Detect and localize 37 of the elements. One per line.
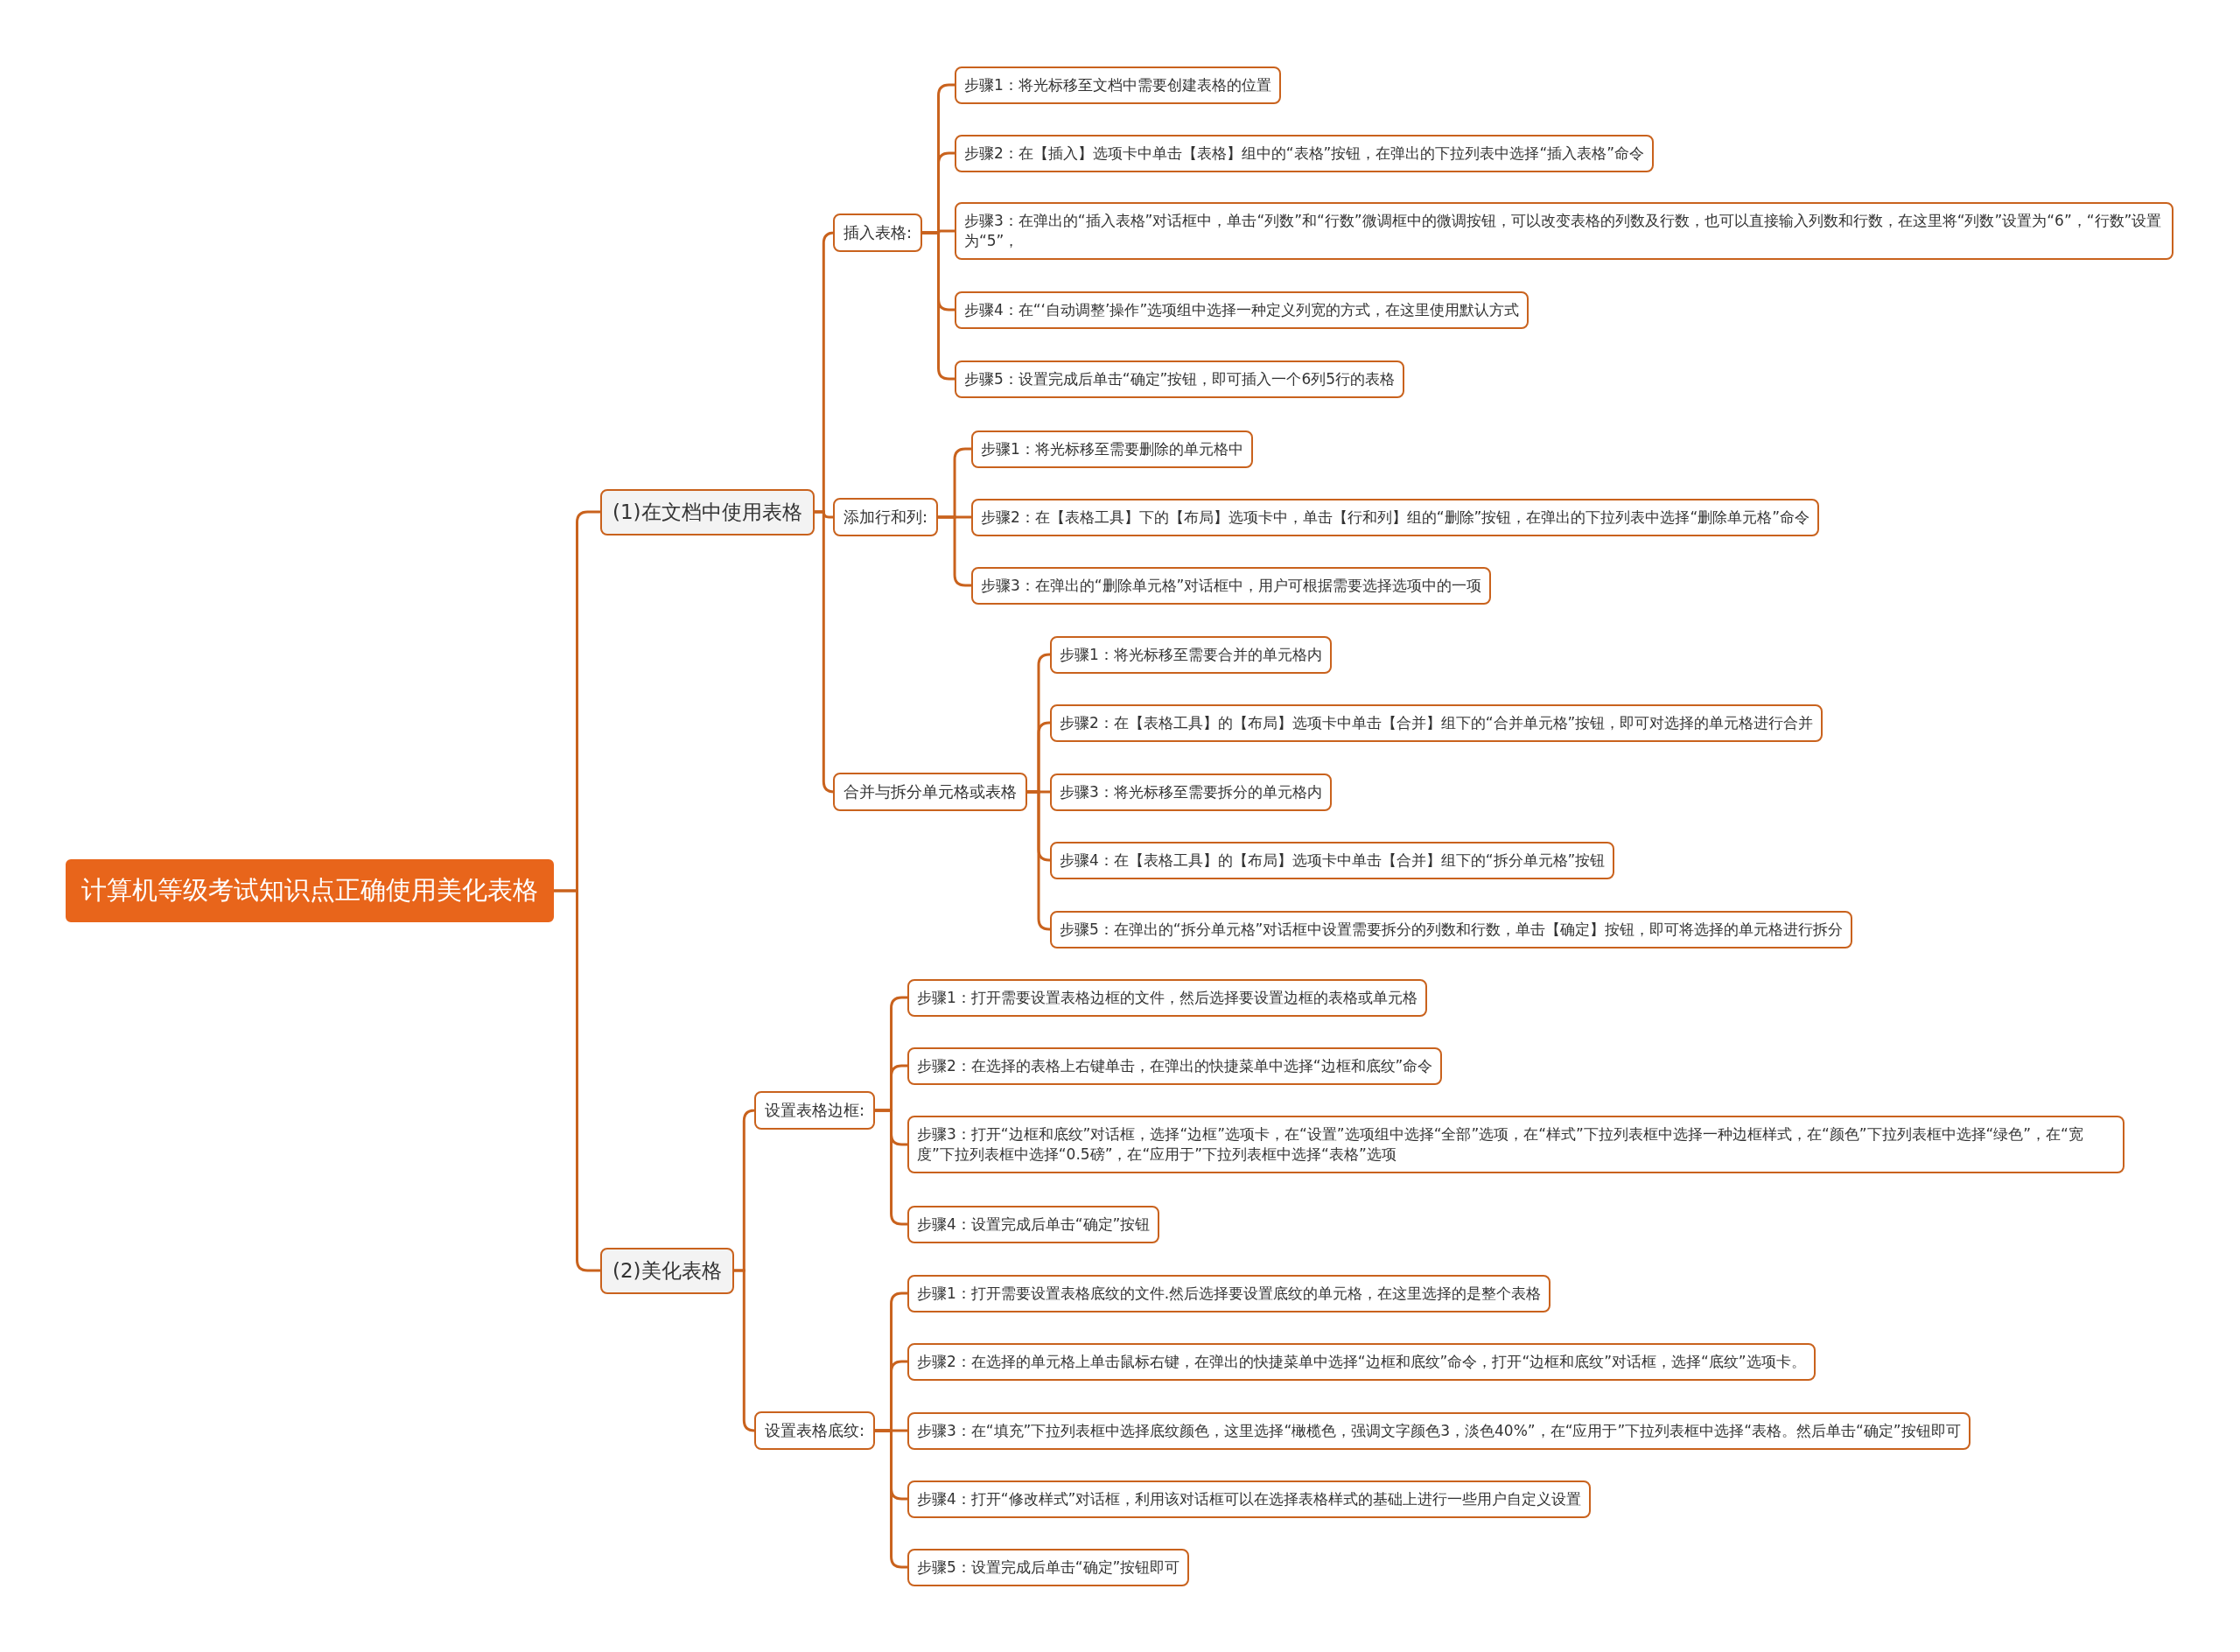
connector-line (1027, 790, 1051, 931)
branch-topic: (2)美化表格 (600, 1247, 734, 1294)
step-box: 步骤1：打开需要设置表格边框的文件，然后选择要设置边框的表格或单元格 (907, 978, 1427, 1017)
step-box: 步骤2：在【表格工具】下的【布局】选项卡中，单击【行和列】组的“删除”按钮，在弹出的下拉列表中选择“删除单元格”命令 (971, 498, 1820, 536)
step-box: 步骤2：在【插入】选项卡中单击【表格】组中的“表格”按钮，在弹出的下拉列表中选择“插入表格”命令 (955, 134, 1655, 172)
step-box: 步骤1：将光标移至文档中需要创建表格的位置 (955, 66, 1281, 104)
step-box: 步骤1：打开需要设置表格底纹的文件.然后选择要设置底纹的单元格，在这里选择的是整个表格 (907, 1274, 1551, 1312)
step-box: 步骤3：将光标移至需要拆分的单元格内 (1050, 773, 1332, 811)
step-box: 步骤4：在“‘自动调整’操作”选项组中选择一种定义列宽的方式，在这里使用默认方式 (955, 290, 1530, 329)
subtopic-box: 添加行和列: (833, 498, 939, 536)
connector-line (875, 1109, 907, 1226)
step-box: 步骤5：设置完成后单击“确定”按钮即可 (907, 1548, 1190, 1586)
connector-line (875, 1429, 907, 1569)
step-box: 步骤3：在弹出的“删除单元格”对话框中，用户可根据需要选择选项中的一项 (971, 566, 1492, 605)
connector-line (554, 889, 600, 1272)
step-box: 步骤2：在选择的表格上右键单击，在弹出的快捷菜单中选择“边框和底纹”命令 (907, 1046, 1443, 1085)
subtopic-box: 设置表格边框: (754, 1091, 876, 1130)
connector-line (733, 1269, 756, 1432)
step-box: 步骤4：在【表格工具】的【布局】选项卡中单击【合并】组下的“拆分单元格”按钮 (1050, 841, 1615, 879)
connector-line (938, 515, 971, 587)
step-box: 步骤4：设置完成后单击“确定”按钮 (907, 1205, 1160, 1243)
step-box: 步骤5：设置完成后单击“确定”按钮，即可插入一个6列5行的表格 (955, 360, 1405, 398)
step-box: 步骤1：将光标移至需要删除的单元格中 (971, 430, 1253, 468)
root-topic: 计算机等级考试知识点正确使用美化表格 (66, 859, 554, 922)
connector-line (922, 231, 955, 381)
step-box: 步骤5：在弹出的“拆分单元格”对话框中设置需要拆分的列数和行数，单击【确定】按钮，即可将选择的单元格进行拆分 (1050, 910, 1853, 948)
subtopic-box: 插入表格: (833, 214, 923, 252)
step-box: 步骤4：打开“修改样式”对话框，利用该对话框可以在选择表格样式的基础上进行一些用户自定义设置 (907, 1480, 1592, 1518)
step-box: 步骤3：打开“边框和底纹”对话框，选择“边框”选项卡，在“设置”选项组中选择“全部”选项，在“样式”下拉列表框中选择一种边框样式，在“颜色”下拉列表框中选择“绿色”，在“宽度”下拉列表框中选择“0.5磅”，在“应用于”下拉列表框中选择“表格”选项 (907, 1116, 2124, 1173)
step-box: 步骤3：在“填充”下拉列表框中选择底纹颜色，这里选择“橄榄色，强调文字颜色3，淡色40%”，在“应用于”下拉列表框中选择“表格。然后单击“确定”按钮即可 (907, 1411, 1970, 1450)
step-box: 步骤1：将光标移至需要合并的单元格内 (1050, 635, 1332, 674)
step-box: 步骤2：在选择的单元格上单击鼠标右键，在弹出的快捷菜单中选择“边框和底纹”命令，打开“边框和底纹”对话框，选择“底纹”选项卡。 (907, 1342, 1816, 1381)
subtopic-box: 合并与拆分单元格或表格 (833, 773, 1027, 811)
subtopic-box: 设置表格底纹: (754, 1411, 876, 1450)
step-box: 步骤3：在弹出的“插入表格”对话框中，单击“列数”和“行数”微调框中的微调按钮，可以改变表格的列数及行数，也可以直接输入列数和行数，在这里将“列数”设置为“6”，“行数”设置为“5”， (955, 202, 2174, 260)
step-box: 步骤2：在【表格工具】的【布局】选项卡中单击【合并】组下的“合并单元格”按钮，即可对选择的单元格进行合并 (1050, 704, 1824, 742)
branch-topic: (1)在文档中使用表格 (600, 488, 815, 536)
